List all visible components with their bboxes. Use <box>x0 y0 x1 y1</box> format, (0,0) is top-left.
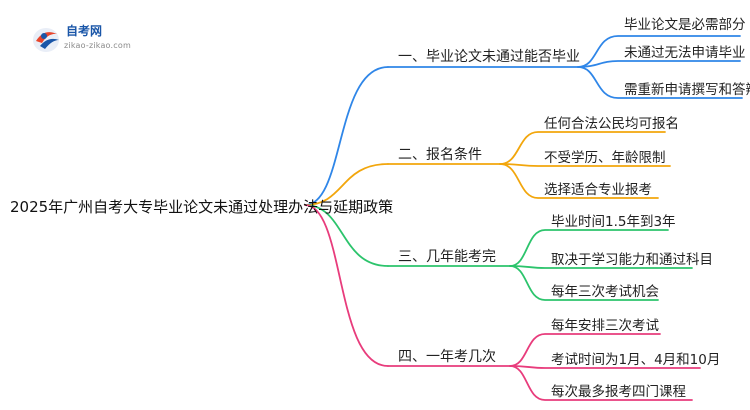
branch-4-leaf-2: 考试时间为1月、4月和10月 <box>551 352 721 368</box>
branch-3-leaf-2: 取决于学习能力和通过科目 <box>551 252 713 268</box>
graduation-cap-icon <box>33 28 59 52</box>
branch-2-links <box>304 131 671 206</box>
branch-2-leaf-1: 任何合法公民均可报名 <box>544 116 679 132</box>
branch-2-leaf-3: 选择适合专业报考 <box>544 182 652 198</box>
logo-title: 自考网 <box>66 24 103 38</box>
branch-4-label: 四、一年考几次 <box>398 349 496 365</box>
branch-4-leaf-1: 每年安排三次考试 <box>551 318 659 334</box>
branch-3-leaf-3: 每年三次考试机会 <box>551 284 659 300</box>
branch-3-label: 三、几年能考完 <box>398 249 496 265</box>
branch-4-leaf-3: 每次最多报考四门课程 <box>551 384 686 400</box>
branch-2-label: 二、报名条件 <box>398 147 482 163</box>
branch-1-leaf-2: 未通过无法申请毕业 <box>624 45 746 61</box>
root-topic: 2025年广州自考大专毕业论文未通过处理办法与延期政策 <box>10 198 394 216</box>
branch-2-leaf-2: 不受学历、年龄限制 <box>544 150 666 166</box>
branch-1-leaf-1: 毕业论文是必需部分 <box>624 17 746 33</box>
branch-1-label: 一、毕业论文未通过能否毕业 <box>398 49 580 65</box>
logo-url: zikao-zikao.com <box>64 41 131 50</box>
branch-4-links <box>304 204 701 401</box>
branch-3-links <box>304 204 693 301</box>
branch-1-links <box>304 35 743 206</box>
branch-3-leaf-1: 毕业时间1.5年到3年 <box>551 214 676 230</box>
branch-1-leaf-3: 需重新申请撰写和答辩 <box>624 82 750 98</box>
